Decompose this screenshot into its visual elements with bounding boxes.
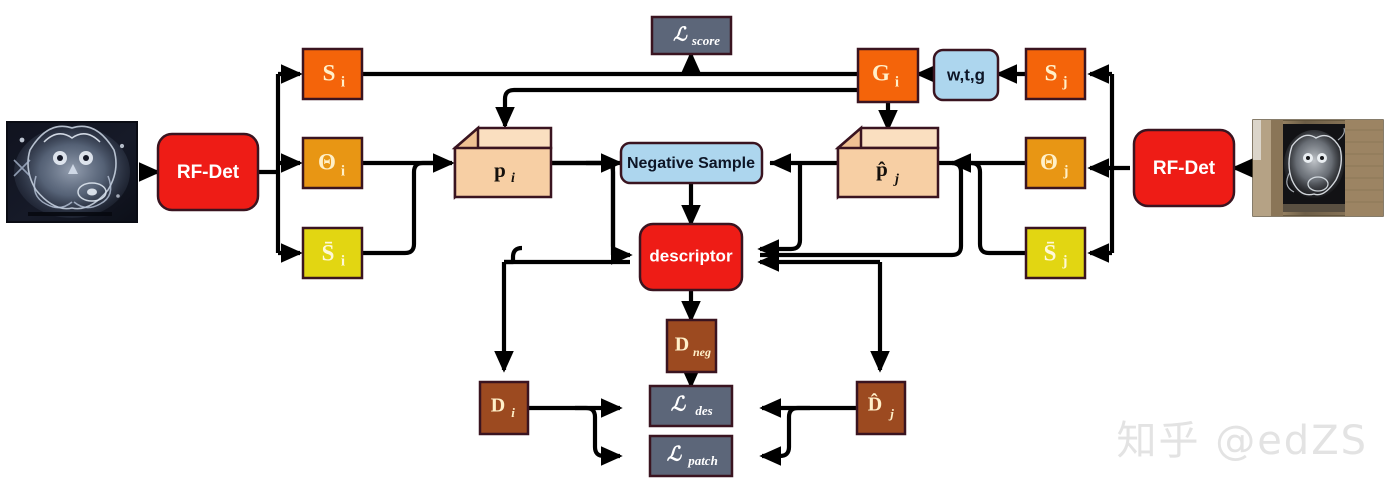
orientation-j-sub: j bbox=[1063, 163, 1069, 179]
patch-i-box[interactable]: p i bbox=[451, 125, 553, 200]
descriptor-box[interactable]: descriptor bbox=[638, 222, 744, 292]
descriptor-j-label: D̂ bbox=[868, 391, 882, 415]
orientation-i-sub: i bbox=[341, 163, 345, 179]
descriptor-i-label: D bbox=[491, 395, 505, 417]
wire-Sbarj-to-phatj bbox=[958, 160, 1026, 256]
score-map-bar-i-sub: i bbox=[341, 253, 345, 269]
patch-j-box[interactable]: p̂ j bbox=[834, 125, 940, 200]
score-map-bar-j-box[interactable]: S̄ j bbox=[1024, 226, 1087, 280]
transform-params-label: w,t,g bbox=[946, 65, 985, 84]
geometry-box[interactable]: G i bbox=[856, 47, 920, 104]
wire-pi-out-right bbox=[551, 160, 633, 265]
score-map-i-label: S bbox=[323, 60, 336, 85]
score-map-i-box[interactable]: S i bbox=[301, 47, 364, 101]
score-map-bar-j-sub: j bbox=[1062, 253, 1068, 269]
patch-i-sub: i bbox=[511, 171, 515, 186]
orientation-j-box[interactable]: Θ j bbox=[1024, 136, 1087, 190]
descriptor-j-box[interactable]: D̂ j bbox=[855, 380, 907, 436]
score-map-bar-i-box[interactable]: S̄ i bbox=[301, 226, 364, 280]
score-map-i-sub: i bbox=[341, 74, 345, 90]
patch-j-sub: j bbox=[893, 172, 899, 187]
loss-score-sub: score bbox=[691, 33, 720, 48]
score-map-bar-i-label: S̄ bbox=[322, 240, 335, 265]
connector-wires bbox=[138, 51, 1254, 466]
wire-Dhatj-to-Lpatch bbox=[759, 405, 810, 466]
wire-Di-to-Lpatch bbox=[575, 405, 623, 466]
loss-score-box[interactable]: ℒ score bbox=[650, 15, 733, 56]
left-input-image bbox=[6, 121, 138, 223]
descriptor-neg-label: D bbox=[675, 334, 689, 356]
score-map-j-box[interactable]: S j bbox=[1024, 47, 1087, 101]
geometry-sub: i bbox=[895, 74, 899, 90]
loss-patch-box[interactable]: ℒ patch bbox=[648, 434, 734, 478]
rf-det-right[interactable]: RF-Det bbox=[1132, 128, 1236, 208]
wire-Sbari-to-pi bbox=[362, 160, 436, 256]
score-map-bar-j-label: S̄ bbox=[1044, 240, 1057, 265]
loss-score-symbol: ℒ bbox=[673, 24, 688, 45]
wire-Gi-rail-to-pi-top bbox=[495, 87, 858, 129]
rf-det-left[interactable]: RF-Det bbox=[156, 132, 260, 212]
rf-det-right-label: RF-Det bbox=[1153, 158, 1216, 179]
orientation-i-label: Θ bbox=[318, 149, 336, 174]
descriptor-j-sub: j bbox=[888, 406, 894, 421]
loss-des-symbol: ℒ bbox=[671, 394, 687, 416]
right-input-image bbox=[1252, 119, 1384, 217]
descriptor-neg-sub: neg bbox=[693, 345, 711, 359]
descriptor-label: descriptor bbox=[649, 246, 733, 265]
descriptor-i-sub: i bbox=[511, 405, 515, 420]
descriptor-neg-box[interactable]: D neg bbox=[665, 318, 718, 374]
descriptor-i-box[interactable]: D i bbox=[478, 380, 530, 436]
wire-phatj-left-down bbox=[757, 163, 803, 259]
loss-des-box[interactable]: ℒ des bbox=[648, 384, 734, 428]
patch-i-label: p bbox=[494, 158, 506, 182]
geometry-label: G bbox=[872, 60, 890, 85]
negative-sample-box[interactable]: Negative Sample bbox=[619, 141, 764, 185]
negative-sample-label: Negative Sample bbox=[627, 155, 755, 172]
patch-j-label: p̂ bbox=[876, 157, 888, 181]
loss-patch-sub: patch bbox=[687, 453, 718, 468]
rf-det-left-label: RF-Det bbox=[177, 162, 240, 183]
loss-patch-symbol: ℒ bbox=[667, 444, 683, 466]
loss-des-sub: des bbox=[695, 403, 712, 418]
orientation-j-label: Θ bbox=[1040, 149, 1058, 174]
score-map-j-label: S bbox=[1045, 60, 1058, 85]
zhihu-watermark: 知乎 @edZS bbox=[1116, 418, 1368, 464]
transform-params-box[interactable]: w,t,g bbox=[932, 48, 1000, 102]
score-map-j-sub: j bbox=[1062, 74, 1068, 90]
orientation-i-box[interactable]: Θ i bbox=[301, 136, 364, 190]
